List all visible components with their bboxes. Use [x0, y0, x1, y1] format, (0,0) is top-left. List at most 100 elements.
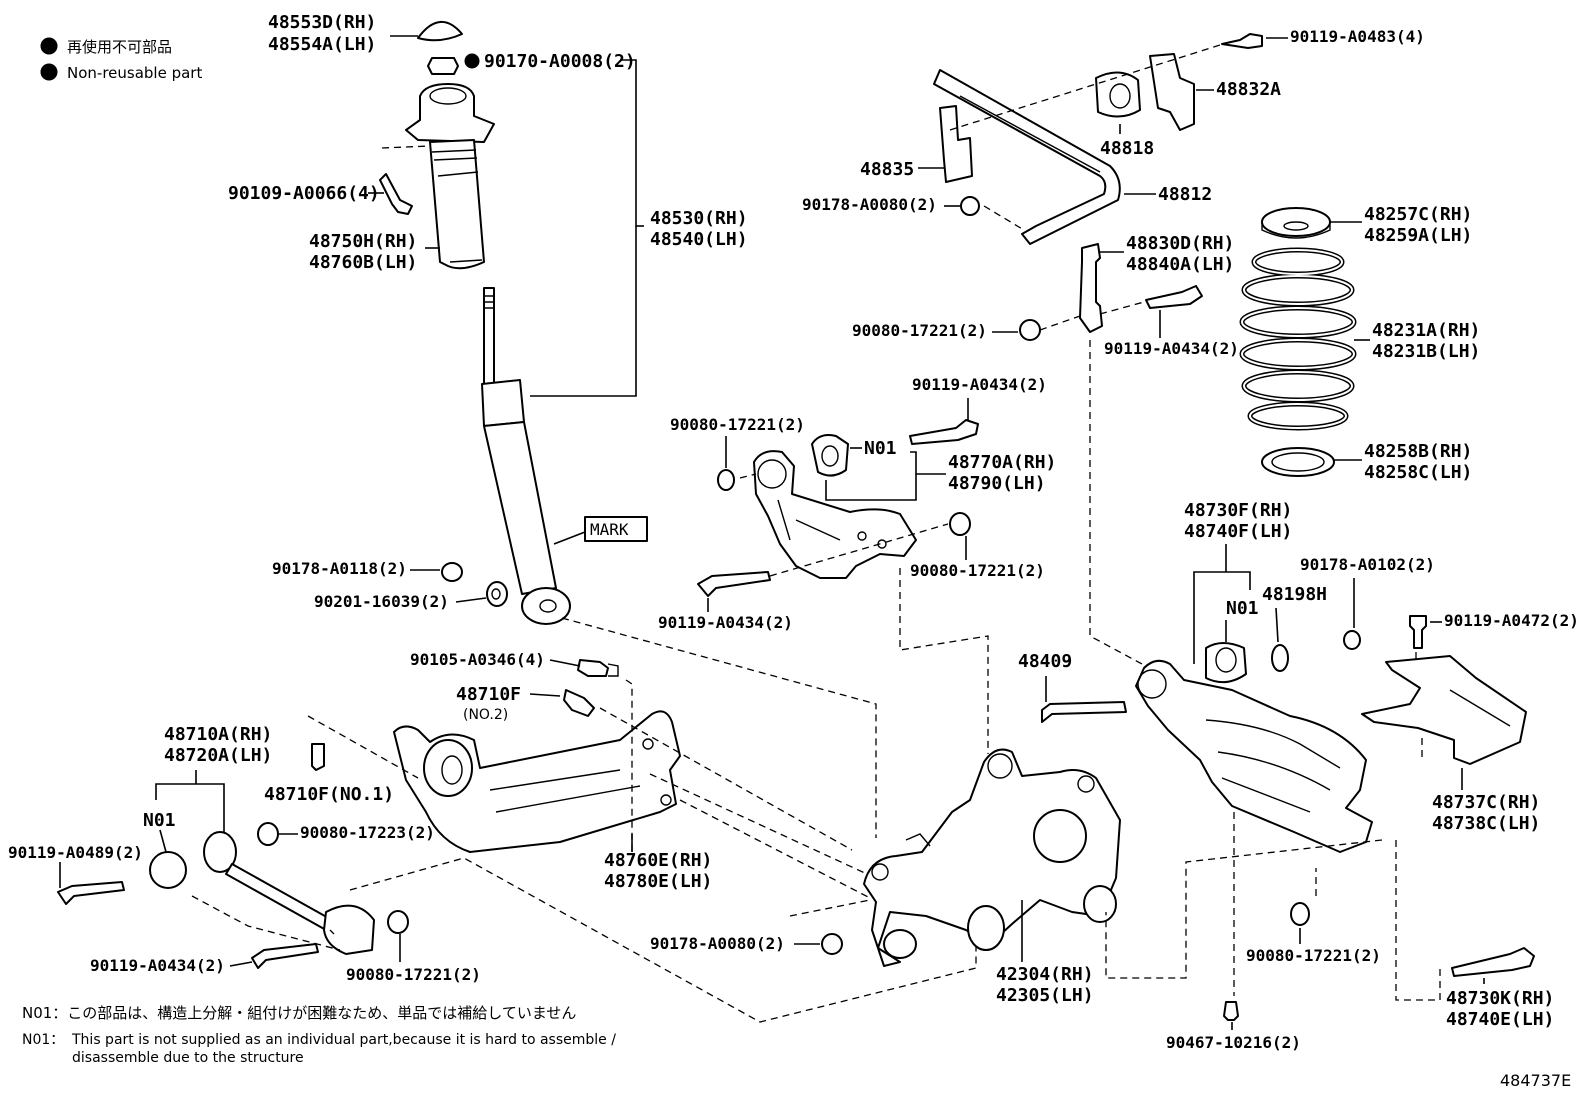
bolt-90119-A0434-bl [251, 943, 319, 969]
label-90178-A0080-t: 90178-A0080(2) [802, 195, 937, 214]
stabilizer-group [933, 33, 1263, 665]
label-48710F-no1: 48710F(NO.1) [264, 784, 394, 805]
mark-label: MARK [590, 520, 629, 539]
bolt-90119-A0483 [1221, 33, 1263, 49]
label-90178-A0118: 90178-A0118(2) [272, 559, 407, 578]
bolt-90119-A0434-c [909, 419, 979, 445]
label-90201: 90201-16039(2) [314, 592, 449, 611]
upper-support [405, 83, 495, 143]
nut-90080-17221-bl [387, 910, 409, 934]
bolt-48710F-no2 [563, 689, 595, 717]
bracket-48835 [939, 105, 973, 183]
label-n01-left: N01 [143, 810, 176, 831]
label-48740F: 48740F(LH) [1184, 521, 1292, 542]
bushing-n01-left [149, 851, 187, 889]
label-48780E: 48780E(LH) [604, 871, 712, 892]
label-48835: 48835 [860, 159, 914, 180]
non-reusable-dot-icon [464, 53, 480, 69]
bracket-48832A [1149, 53, 1195, 131]
label-48540: 48540(LH) [650, 229, 748, 250]
legend-en: Non-reusable part [67, 64, 202, 82]
label-48710A: 48710A(RH) [164, 724, 272, 745]
label-48730F: 48730F(RH) [1184, 500, 1292, 521]
upper-arm-48770A [753, 450, 917, 579]
bolt-48409 [1041, 701, 1127, 723]
label-48730K: 48730K(RH) [1446, 988, 1554, 1009]
lower-insulator-48258B [1261, 447, 1335, 477]
label-90178-A0102: 90178-A0102(2) [1300, 555, 1435, 574]
hub-bore [1033, 809, 1087, 863]
label-48770A: 48770A(RH) [948, 452, 1056, 473]
bolt-90119-A0489 [57, 881, 125, 905]
label-90080-17223: 90080-17223(2) [300, 823, 435, 842]
label-48832A: 48832A [1216, 79, 1281, 100]
bushing-n01-mid [811, 434, 849, 477]
nut-90178-A0080-b [821, 933, 843, 955]
non-reusable-dot-icon [40, 37, 58, 55]
nut-90080-17221-c2 [949, 512, 971, 536]
label-90080-17221-bl: 90080-17221(2) [346, 965, 481, 984]
label-48710F-no2: (NO.2) [463, 707, 508, 723]
label-n01-mid: N01 [864, 438, 897, 459]
stabilizer-bar-48812 [933, 69, 1121, 245]
toe-link-rod [225, 863, 333, 931]
mark-label-box [584, 516, 648, 542]
shock-upper-body [481, 379, 525, 427]
bolt-90119-A0434-m [1145, 285, 1203, 309]
lower-arm-48760E [393, 710, 681, 853]
label-90080-17221-r: 90080-17221(2) [1246, 946, 1381, 965]
label-90178-A0080-b: 90178-A0080(2) [650, 934, 785, 953]
label-48710F: 48710F [456, 684, 521, 705]
label-90119-A0434-c: 90119-A0434(2) [912, 375, 1047, 394]
label-48258C: 48258C(LH) [1364, 462, 1472, 483]
nut-90080-17221-m [1019, 319, 1041, 341]
label-90109: 90109-A0066(4) [228, 183, 380, 204]
label-48257C: 48257C(RH) [1364, 204, 1472, 225]
label-48830D: 48830D(RH) [1126, 233, 1234, 254]
note-ja: N01：この部品は、構造上分解・組付けが困難なため、単品では補給していません [22, 1004, 576, 1022]
label-48818: 48818 [1100, 138, 1154, 159]
label-48790: 48790(LH) [948, 473, 1046, 494]
footnotes: N01：この部品は、構造上分解・組付けが困難なため、単品では補給していません N… [22, 1004, 616, 1066]
label-48553D: 48553D(RH) [268, 12, 376, 33]
label-90080-17221-m: 90080-17221(2) [852, 321, 987, 340]
label-90080-17221-c: 90080-17221(2) [670, 415, 805, 434]
nut-90178-A0080-t [960, 196, 980, 216]
label-42305: 42305(LH) [996, 985, 1094, 1006]
label-48737C: 48737C(RH) [1432, 792, 1540, 813]
label-48720A: 48720A(LH) [164, 745, 272, 766]
note-en-line1: This part is not supplied as an individu… [71, 1032, 616, 1048]
shock-tube-48530 [483, 421, 557, 595]
label-48409: 48409 [1018, 651, 1072, 672]
label-48738C: 48738C(LH) [1432, 813, 1540, 834]
spring-group [1239, 207, 1357, 477]
label-90170-A0008: 90170-A0008(2) [484, 51, 636, 72]
label-90105: 90105-A0346(4) [410, 650, 545, 669]
label-48760E: 48760E(RH) [604, 850, 712, 871]
arm-bushing [423, 739, 473, 797]
bolt-90119-A0472 [1409, 615, 1427, 649]
label-48198H: 48198H [1262, 584, 1327, 605]
toe-link-eye [203, 831, 237, 873]
label-48231A: 48231A(RH) [1372, 320, 1480, 341]
label-48750H: 48750H(RH) [309, 231, 417, 252]
shock-cap-48553D [417, 21, 463, 42]
upper-arm-group [697, 419, 989, 754]
legend: 再使用不可部品 Non-reusable part [40, 37, 202, 82]
nut-90170 [427, 57, 459, 75]
rear-lower-arm-48730F [1135, 659, 1373, 853]
label-42304: 42304(RH) [996, 964, 1094, 985]
label-90119-A0434-c2: 90119-A0434(2) [658, 613, 793, 632]
non-reusable-dot-icon [40, 63, 58, 81]
label-48259A: 48259A(LH) [1364, 225, 1472, 246]
label-90467: 90467-10216(2) [1166, 1033, 1301, 1052]
label-48231B: 48231B(LH) [1372, 341, 1480, 362]
label-90119-A0472: 90119-A0472(2) [1444, 611, 1579, 630]
nut-90178-A0118 [441, 562, 463, 582]
bolt-90119-A0434-c2 [697, 571, 771, 597]
label-48812: 48812 [1158, 184, 1212, 205]
label-90119-A0434-bl: 90119-A0434(2) [90, 956, 225, 975]
steering-knuckle-42304 [863, 748, 1121, 967]
rear-lower-arm-group [1041, 615, 1535, 1021]
